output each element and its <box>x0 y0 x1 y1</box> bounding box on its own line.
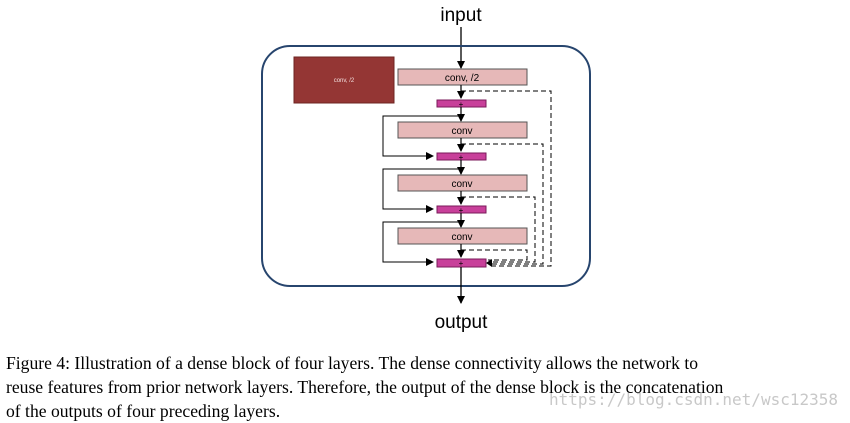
conv-box-3 <box>397 174 528 192</box>
concat-symbol: + <box>459 206 464 215</box>
dense-block-container <box>261 45 591 287</box>
output-label: output <box>435 312 489 333</box>
dark-conv-block <box>293 56 395 104</box>
dark-conv-block-label: conv, /2 <box>334 78 355 84</box>
concat-symbol: + <box>459 100 464 109</box>
input-label: input <box>440 5 482 26</box>
conv-box-1-label: conv, /2 <box>445 73 480 84</box>
conv-box-2 <box>397 121 528 139</box>
concat-symbol: + <box>459 259 464 268</box>
watermark: https://blog.csdn.net/wsc12358 <box>549 390 838 409</box>
conv-box-4 <box>397 227 528 245</box>
figure-caption: Figure 4: Illustration of a dense block … <box>6 353 724 421</box>
conv-box-3-label: conv <box>451 179 472 190</box>
conv-box-4-label: conv <box>451 232 472 243</box>
concat-symbol: + <box>459 153 464 162</box>
conv-box-2-label: conv <box>451 126 472 137</box>
dense-block-diagram: input conv, /2 conv, /2 + conv + conv + … <box>261 5 591 333</box>
conv-box-1 <box>397 68 528 86</box>
